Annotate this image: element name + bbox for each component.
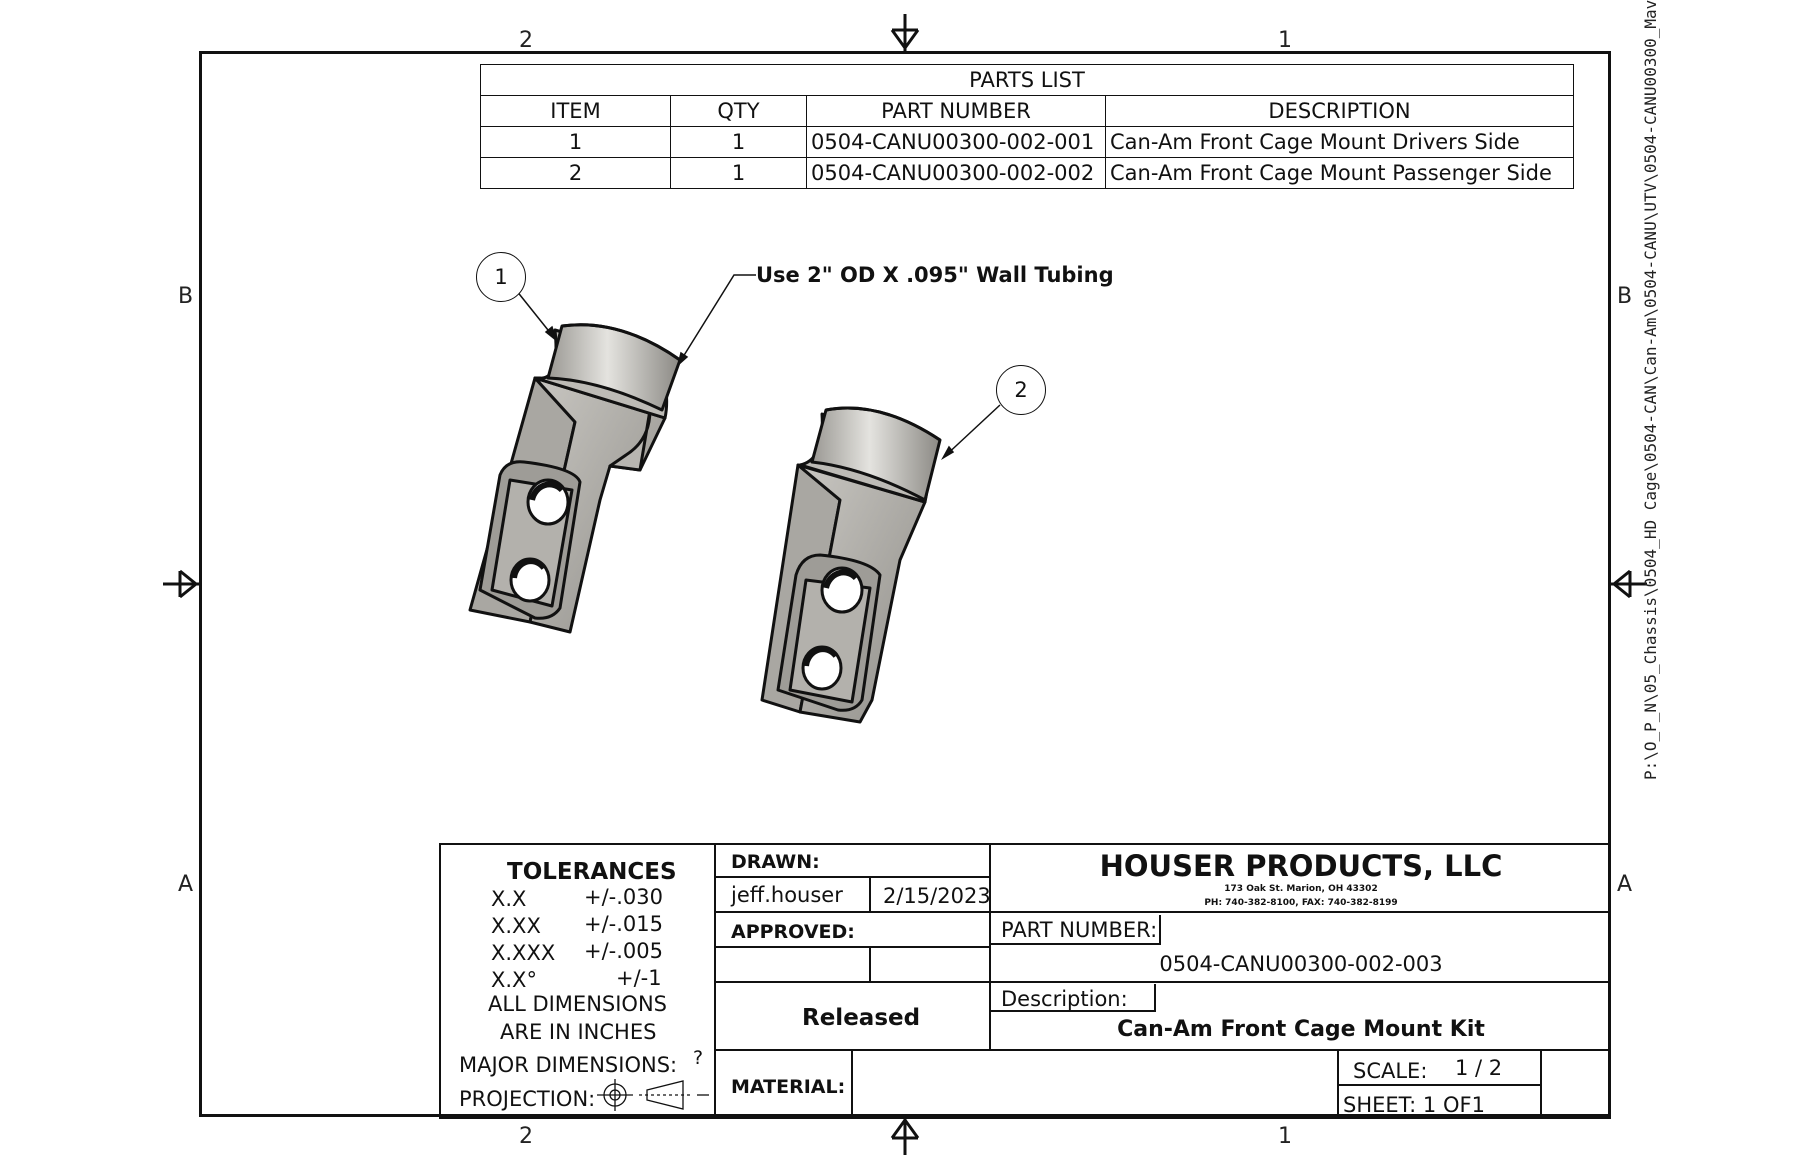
zone-bottom-2: 2 bbox=[519, 1124, 533, 1149]
approved-date-cell bbox=[871, 948, 991, 983]
sheet-number: SHEET: 1 OF1 bbox=[1343, 1093, 1485, 1117]
status-cell: Released bbox=[716, 983, 991, 1051]
callout-balloon-2: 2 bbox=[996, 365, 1046, 415]
row-part-number: 0504-CANU00300-002-002 bbox=[806, 157, 1106, 189]
drawn-row-label: DRAWN: bbox=[716, 843, 991, 878]
scale-cell: SCALE: 1 / 2 bbox=[1337, 1051, 1542, 1086]
material-label-cell: MATERIAL: bbox=[716, 1051, 853, 1119]
drawn-by: jeff.houser bbox=[731, 883, 843, 907]
company-phone: PH: 740-382-8100, FAX: 740-382-8199 bbox=[1204, 898, 1398, 908]
third-angle-projection-icon bbox=[597, 1079, 709, 1111]
major-dimensions-value: ? bbox=[693, 1047, 704, 1069]
major-dimensions-label: MAJOR DIMENSIONS: bbox=[459, 1053, 678, 1077]
drawn-date-cell: 2/15/2023 bbox=[871, 878, 991, 913]
zone-top-1: 1 bbox=[1278, 28, 1292, 53]
sheet-cell: SHEET: 1 OF1 bbox=[1337, 1086, 1542, 1119]
zone-right-b: B bbox=[1617, 284, 1633, 309]
row-item: 2 bbox=[480, 157, 671, 189]
scale-label: SCALE: bbox=[1353, 1059, 1428, 1083]
description-label: Description: bbox=[991, 984, 1156, 1012]
header-qty: QTY bbox=[670, 95, 807, 127]
tolerance-value: +/-.005 bbox=[584, 939, 664, 963]
approved-by-cell bbox=[716, 948, 871, 983]
drawn-date: 2/15/2023 bbox=[883, 884, 991, 908]
description-cell: Description: Can-Am Front Cage Mount Kit bbox=[991, 983, 1611, 1051]
header-description: DESCRIPTION bbox=[1105, 95, 1574, 127]
tolerance-format: X.XXX bbox=[491, 941, 556, 965]
zone-left-a: A bbox=[178, 872, 194, 897]
tolerance-format: X.X° bbox=[491, 968, 537, 992]
scale-value: 1 / 2 bbox=[1455, 1056, 1503, 1080]
tolerance-format: X.XX bbox=[491, 914, 541, 938]
tolerances-panel: TOLERANCES X.X +/-.030 X.XX +/-.015 X.XX… bbox=[439, 843, 716, 1119]
part-number-label: PART NUMBER: bbox=[991, 915, 1162, 945]
part-1-drawers-side bbox=[468, 323, 682, 634]
approved-label: APPROVED: bbox=[731, 921, 855, 943]
drawing-frame bbox=[199, 51, 1611, 1117]
part-number-cell: PART NUMBER: 0504-CANU00300-002-003 bbox=[991, 913, 1611, 983]
parts-list-title: PARTS LIST bbox=[480, 64, 1574, 96]
approved-row-label: APPROVED: bbox=[716, 913, 991, 948]
tolerance-value: +/-.030 bbox=[584, 885, 664, 909]
row-description: Can-Am Front Cage Mount Passenger Side bbox=[1105, 157, 1574, 189]
company-name: HOUSER PRODUCTS, LLC bbox=[1099, 849, 1503, 883]
tolerances-title: TOLERANCES bbox=[507, 859, 677, 885]
table-row: 2 1 0504-CANU00300-002-002 Can-Am Front … bbox=[480, 157, 1574, 189]
parts-list-header-row: ITEM QTY PART NUMBER DESCRIPTION bbox=[480, 95, 1574, 127]
parts-list-title-row: PARTS LIST bbox=[480, 64, 1574, 96]
status-badge: Released bbox=[802, 1005, 921, 1031]
tubing-note: Use 2" OD X .095" Wall Tubing bbox=[756, 263, 1114, 287]
drawn-by-cell: jeff.houser bbox=[716, 878, 871, 913]
zone-right-a: A bbox=[1617, 872, 1633, 897]
dimensions-note-line-1: ALL DIMENSIONS bbox=[488, 992, 667, 1016]
dimensions-note-line-2: ARE IN INCHES bbox=[500, 1020, 657, 1044]
drawn-label: DRAWN: bbox=[731, 851, 820, 873]
row-qty: 1 bbox=[670, 157, 807, 189]
header-item: ITEM bbox=[480, 95, 671, 127]
zone-bottom-1: 1 bbox=[1278, 1124, 1292, 1149]
tolerance-value: +/-1 bbox=[616, 966, 662, 990]
company-address: 173 Oak St. Marion, OH 43302 bbox=[1224, 884, 1378, 894]
row-part-number: 0504-CANU00300-002-001 bbox=[806, 126, 1106, 158]
tolerance-value: +/-.015 bbox=[584, 912, 664, 936]
zone-top-2: 2 bbox=[519, 28, 533, 53]
description-value: Can-Am Front Cage Mount Kit bbox=[1117, 1017, 1485, 1042]
part-2-passenger-side bbox=[760, 406, 942, 724]
material-label: MATERIAL: bbox=[731, 1076, 846, 1098]
zone-left-b: B bbox=[178, 284, 194, 309]
parts-list-table: PARTS LIST ITEM QTY PART NUMBER DESCRIPT… bbox=[480, 64, 1574, 189]
company-cell: HOUSER PRODUCTS, LLC 173 Oak St. Marion,… bbox=[991, 843, 1611, 913]
callout-balloon-1: 1 bbox=[476, 252, 526, 302]
part-number-value: 0504-CANU00300-002-003 bbox=[1159, 952, 1443, 976]
tolerance-format: X.X bbox=[491, 887, 527, 911]
projection-label: PROJECTION: bbox=[459, 1087, 596, 1111]
